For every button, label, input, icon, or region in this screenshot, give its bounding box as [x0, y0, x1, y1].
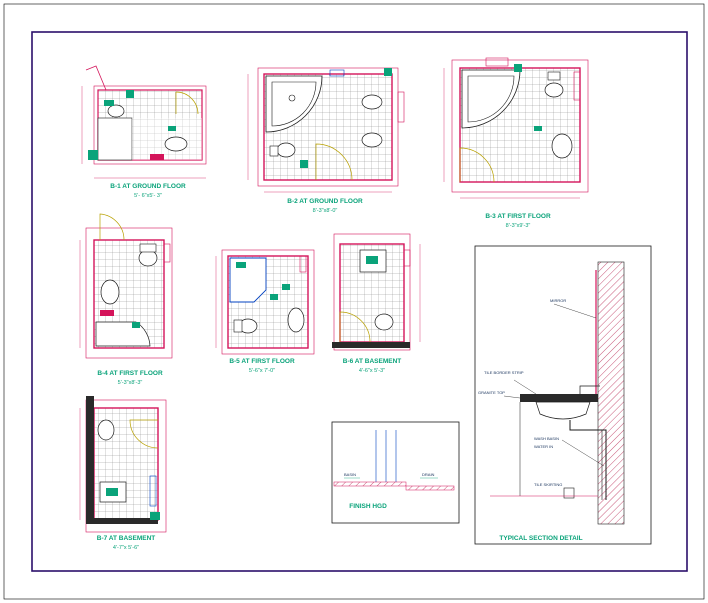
plan-b1 — [81, 65, 207, 179]
plan-b4 — [79, 213, 173, 359]
plan-b2 — [247, 67, 405, 193]
typical-section — [474, 245, 652, 545]
section-note-2: GRANITE TOP — [478, 390, 505, 395]
plan-b5 — [215, 249, 315, 355]
section-note-5: TILE SKIRTING — [534, 482, 562, 487]
section-note-1: TILE BORDER STRIP — [484, 370, 524, 375]
finish-note-a: BASIN — [344, 472, 356, 477]
plan-b6 — [332, 233, 421, 351]
plan-b1-title: B-1 AT GROUND FLOOR — [110, 183, 186, 190]
plan-b2-size: 8'-3"x8'-0" — [313, 208, 338, 214]
drawing-frame — [31, 31, 688, 572]
plan-b3-size: 8'-3"x9'-3" — [506, 223, 531, 229]
plan-b6-title: B-6 AT BASEMENT — [343, 358, 402, 365]
plan-b3 — [443, 57, 589, 199]
plan-b5-title: B-5 AT FIRST FLOOR — [229, 358, 295, 365]
plan-b4-title: B-4 AT FIRST FLOOR — [97, 370, 163, 377]
plan-b3-title: B-3 AT FIRST FLOOR — [485, 213, 551, 220]
section-title: TYPICAL SECTION DETAIL — [499, 535, 582, 542]
plan-b7-title: B-7 AT BASEMENT — [97, 535, 156, 542]
plan-b4-size: 5'-3"x8'-3" — [118, 380, 143, 386]
finish-detail-title: FINISH HGD — [349, 503, 387, 510]
plan-b7-size: 4'-7"x 5'-6" — [113, 545, 139, 551]
plan-b7 — [79, 396, 167, 533]
finish-detail — [331, 421, 460, 524]
section-note-3: WASH BASIN — [534, 436, 559, 441]
section-note-0: MIRROR — [550, 298, 566, 303]
plan-b1-size: 5'- 6"x5'- 3" — [134, 193, 162, 199]
plan-b6-size: 4'-6"x 5'-3" — [359, 368, 385, 374]
plan-b5-size: 5'-6"x 7'-0" — [249, 368, 275, 374]
plan-b2-title: B-2 AT GROUND FLOOR — [287, 198, 363, 205]
finish-note-b: DRAIN — [422, 472, 435, 477]
section-note-4: WATER IN — [534, 444, 553, 449]
